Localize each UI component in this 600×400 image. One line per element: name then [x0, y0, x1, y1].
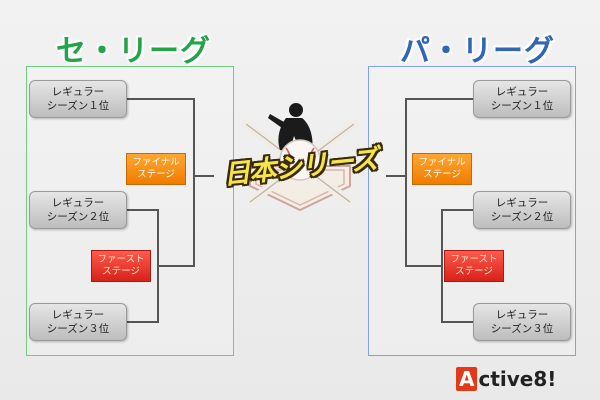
pacific-line-1st — [405, 98, 474, 176]
pacific-final-stage-line2: ステージ — [423, 169, 461, 180]
central-team-3rd: レギュラー シーズン３位 — [29, 303, 127, 341]
central-league-title: セ・リーグ — [56, 34, 211, 69]
pacific-team-1st-line2: シーズン１位 — [490, 100, 554, 112]
central-team-1st-line1: レギュラー — [51, 86, 105, 98]
baseball-icon — [279, 139, 321, 181]
pacific-team-2nd-line2: シーズン２位 — [490, 211, 554, 223]
pacific-team-2nd: レギュラー シーズン２位 — [473, 191, 571, 229]
pacific-first-stage-line1: ファースト — [450, 254, 498, 265]
active8-logo: A ctive8! — [456, 367, 556, 391]
pacific-line-2nd — [441, 209, 474, 266]
central-team-3rd-line1: レギュラー — [51, 309, 105, 321]
home-plate-icon — [249, 165, 351, 212]
pacific-final-stage-line1: ファイナル — [418, 157, 466, 168]
central-line-1st — [127, 98, 195, 176]
pacific-line-3rd — [441, 266, 474, 323]
central-team-2nd-line1: レギュラー — [51, 197, 105, 209]
japan-series-emblem — [241, 103, 359, 212]
pacific-league-title: パ・リーグ — [400, 34, 555, 69]
pacific-team-3rd: レギュラー シーズン３位 — [473, 303, 571, 341]
central-line-2nd — [127, 209, 159, 266]
pacific-first-stage-line2: ステージ — [455, 266, 493, 277]
pacific-line-first-to-final — [405, 176, 424, 267]
pacific-team-3rd-line2: シーズン３位 — [490, 323, 554, 335]
central-team-2nd-line2: シーズン２位 — [46, 211, 110, 223]
central-team-1st-line2: シーズン１位 — [46, 100, 110, 112]
pacific-team-2nd-line1: レギュラー — [495, 197, 549, 209]
pacific-first-stage: ファースト ステージ — [444, 250, 504, 282]
brand-rest: ctive8! — [478, 367, 557, 391]
central-first-stage-line1: ファースト — [97, 254, 145, 265]
pacific-team-1st: レギュラー シーズン１位 — [473, 80, 571, 118]
pacific-team-1st-line1: レギュラー — [495, 86, 549, 98]
central-line-first-to-final — [176, 176, 195, 267]
central-team-3rd-line2: シーズン３位 — [46, 323, 110, 335]
central-final-stage-line2: ステージ — [137, 169, 175, 180]
brand-prefix: A — [456, 367, 478, 391]
central-line-3rd — [127, 266, 159, 323]
central-first-stage: ファースト ステージ — [91, 250, 151, 282]
central-final-stage: ファイナル ステージ — [126, 153, 186, 185]
central-team-1st: レギュラー シーズン１位 — [29, 80, 127, 118]
pacific-team-3rd-line1: レギュラー — [495, 309, 549, 321]
central-final-stage-line1: ファイナル — [132, 157, 180, 168]
central-first-stage-line2: ステージ — [102, 266, 140, 277]
pacific-final-stage: ファイナル ステージ — [412, 153, 472, 185]
central-team-2nd: レギュラー シーズン２位 — [29, 191, 127, 229]
